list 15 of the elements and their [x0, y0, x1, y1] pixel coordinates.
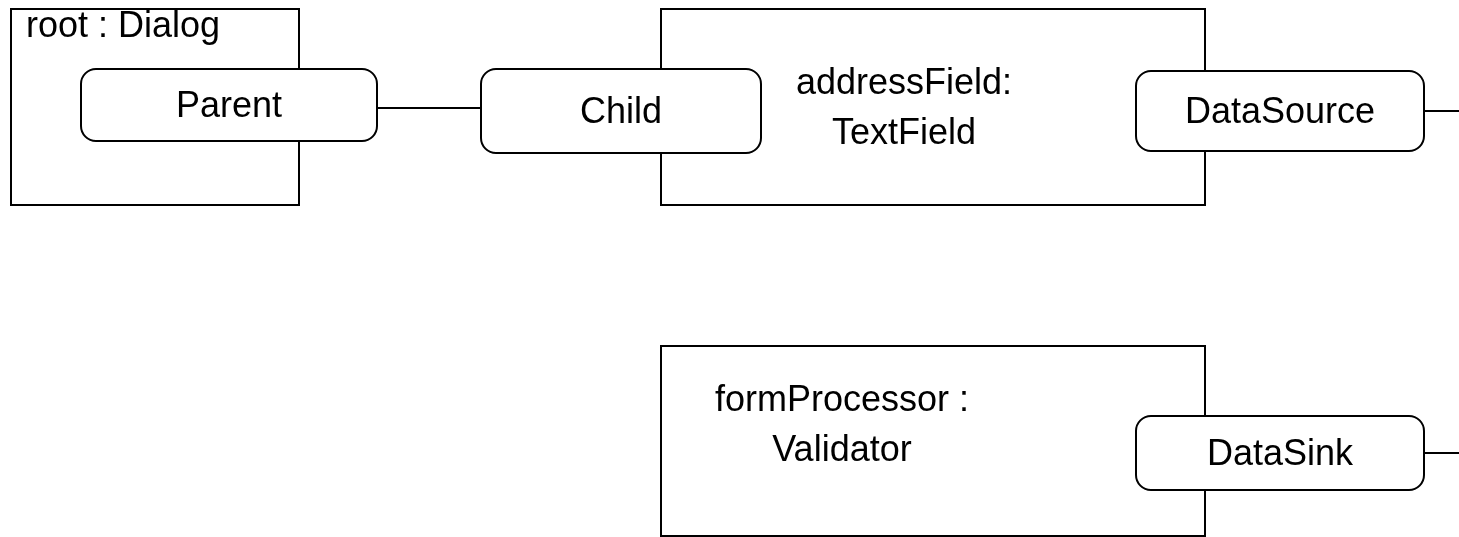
port-label: Parent	[174, 83, 284, 127]
connector-line	[1424, 110, 1459, 112]
object-label: addressField: TextField	[794, 60, 1014, 154]
port-label: Child	[578, 89, 663, 133]
connector-line	[377, 107, 481, 109]
port-label: DataSink	[1205, 431, 1355, 475]
port-box	[80, 68, 378, 142]
port-box	[480, 68, 762, 154]
port-label: DataSource	[1183, 89, 1377, 133]
object-label: root : Dialog	[26, 3, 221, 47]
port-box	[1135, 70, 1425, 152]
connector-line	[1424, 452, 1459, 454]
port-box	[1135, 415, 1425, 491]
object-label: formProcessor : Validator	[713, 377, 971, 471]
object-box	[660, 345, 1206, 537]
